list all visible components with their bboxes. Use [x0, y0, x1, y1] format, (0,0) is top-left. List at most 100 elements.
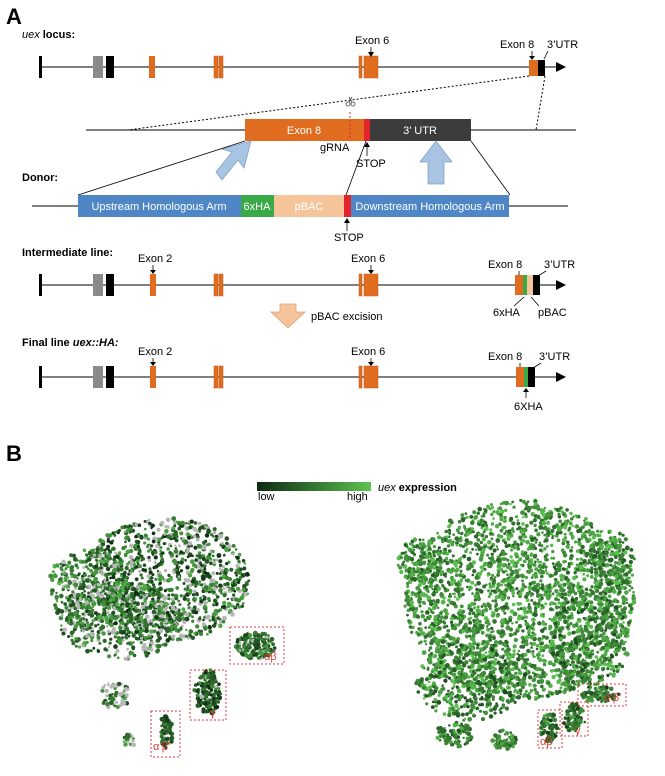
- scatter-point: [109, 615, 114, 621]
- scatter-point: [547, 646, 552, 650]
- scatter-point: [206, 633, 209, 636]
- scatter-point: [121, 577, 125, 580]
- scatter-point: [452, 668, 457, 673]
- scatter-point: [222, 615, 227, 621]
- scatter-point: [90, 590, 93, 593]
- scatter-point: [534, 528, 538, 533]
- scatter-point: [590, 525, 594, 529]
- scatter-point: [525, 598, 530, 603]
- scatter-point: [422, 631, 426, 635]
- scatter-point: [261, 644, 265, 648]
- scatter-point: [169, 721, 174, 727]
- scatter-point: [527, 675, 533, 680]
- zoom-stop-label: STOP: [356, 158, 386, 170]
- scatter-point: [174, 611, 179, 616]
- scatter-point: [157, 574, 161, 578]
- scatter-point: [548, 624, 553, 629]
- zoom-grna-label: gRNA: [320, 142, 350, 154]
- scatter-point: [211, 549, 215, 554]
- scatter-point: [496, 507, 500, 510]
- scatter-point: [443, 635, 447, 639]
- scatter-point: [55, 600, 59, 603]
- scatter-point: [464, 538, 469, 543]
- scatter-point: [85, 648, 90, 654]
- scatter-point: [456, 586, 461, 592]
- scatter-point: [632, 590, 635, 594]
- scatter-point: [253, 630, 258, 636]
- scatter-point: [85, 640, 89, 645]
- scatter-point: [439, 660, 443, 665]
- scatter-point: [503, 659, 507, 663]
- scatter-point: [192, 688, 197, 693]
- scatter-point: [454, 573, 459, 577]
- scatter-point: [434, 589, 438, 593]
- scatter-point: [217, 536, 221, 540]
- donor-upstream-label: Upstream Homologous Arm: [91, 201, 226, 213]
- scatter-point: [494, 658, 498, 662]
- scatter-point: [467, 527, 471, 531]
- scatter-point: [407, 619, 411, 623]
- scatter-point: [544, 569, 548, 572]
- scatter-point: [476, 580, 482, 586]
- scatter-point: [87, 584, 91, 589]
- scatter-point: [210, 684, 215, 689]
- scatter-point: [169, 739, 174, 744]
- scatter-point: [433, 601, 436, 604]
- scatter-point: [105, 533, 110, 538]
- scatter-point: [243, 592, 248, 597]
- scatter-point: [433, 614, 438, 620]
- scatter-point: [573, 682, 577, 686]
- scatter-point: [488, 607, 492, 611]
- scatter-point: [572, 575, 577, 581]
- scatter-point: [476, 646, 480, 650]
- scatter-point: [491, 599, 495, 603]
- scatter-point: [424, 593, 429, 598]
- scatter-point: [612, 600, 616, 603]
- scatter-point: [138, 595, 143, 600]
- scatter-point: [213, 608, 219, 614]
- scatter-point: [480, 523, 485, 528]
- scatter-point: [139, 626, 143, 630]
- scatter-point: [204, 670, 208, 675]
- scatter-point: [182, 582, 186, 585]
- scatter-point: [215, 603, 219, 606]
- scatter-point: [547, 527, 551, 531]
- scatter-point: [109, 637, 113, 641]
- scatter-point: [452, 625, 458, 631]
- scatter-point: [492, 643, 496, 647]
- scatter-point: [525, 669, 529, 673]
- scatter-point: [212, 561, 216, 565]
- scatter-point: [516, 521, 521, 526]
- scatter-point: [211, 571, 216, 576]
- scatter-point: [525, 555, 529, 559]
- scatter-point: [569, 511, 573, 516]
- scatter-point: [90, 580, 96, 585]
- scatter-point: [154, 615, 159, 620]
- scatter-point: [186, 597, 191, 603]
- scatter-point: [526, 500, 530, 504]
- scatter-point: [187, 552, 193, 558]
- scatter-point: [453, 568, 457, 573]
- scatter-point: [551, 674, 556, 680]
- locus-row: [39, 55, 566, 79]
- scatter-point: [109, 576, 112, 580]
- scatter-point: [506, 596, 511, 600]
- scatter-point: [523, 552, 527, 556]
- scatter-point: [504, 544, 509, 548]
- scatter-point: [504, 706, 509, 711]
- scatter-point: [107, 581, 111, 585]
- scatter-point: [73, 557, 78, 562]
- scatter-point: [228, 590, 232, 593]
- scatter-point: [405, 594, 410, 600]
- scatter-point: [217, 695, 223, 701]
- scatter-point: [135, 559, 140, 564]
- scatter-point: [552, 584, 556, 588]
- scatter-point: [503, 541, 508, 545]
- scatter-point: [527, 559, 531, 563]
- donor-row: [32, 195, 568, 217]
- scatter-point: [544, 555, 547, 558]
- scatter-point: [223, 593, 226, 597]
- scatter-point: [553, 571, 558, 576]
- scatter-point: [583, 521, 588, 526]
- scatter-point: [235, 586, 241, 591]
